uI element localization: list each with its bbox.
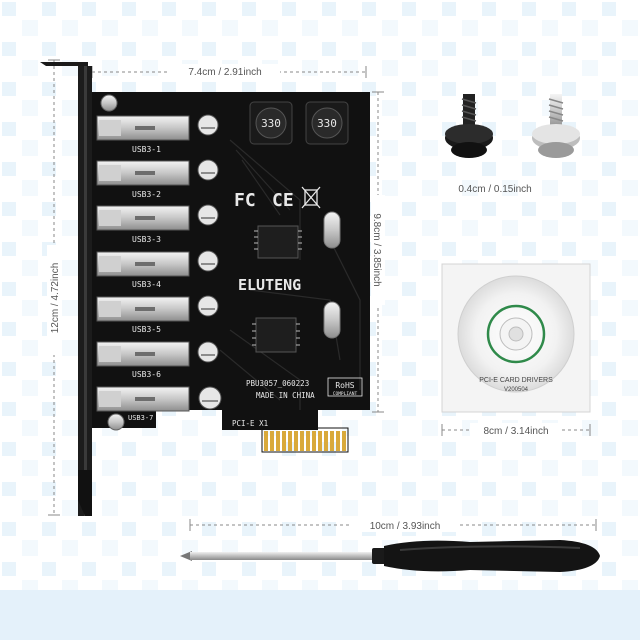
screwdriver-length-dimension: 10cm / 3.93inch <box>189 518 597 532</box>
bracket-height-label: 12cm / 4.72inch <box>50 263 61 334</box>
controller-chip-secondary <box>252 317 300 353</box>
inductor-right: 330 <box>305 101 349 145</box>
cd-size-label: 8cm / 3.14inch <box>483 426 548 437</box>
usb-port-6: USB3-6 <box>96 341 219 379</box>
made-in-label: MADE IN CHINA <box>256 391 315 400</box>
model-number: PBU3057_060223 <box>246 379 309 388</box>
usb-port-5-label: USB3-5 <box>132 325 161 334</box>
rohs-badge: RoHS COMPLIANT <box>327 377 363 397</box>
usb-port-5: USB3-5 <box>96 295 219 334</box>
card-width-label: 7.4cm / 2.91inch <box>188 67 261 78</box>
pcie-gold-fingers <box>264 431 346 451</box>
cd-size-dimension: 8cm / 3.14inch <box>441 423 591 437</box>
card-height-dimension: 9.8cm / 3.85inch <box>371 91 385 413</box>
bottom-accent-band <box>0 590 640 640</box>
mount-screw-bottom <box>107 413 125 431</box>
ce-mark: CE <box>272 190 294 211</box>
usb-port-4: USB3-4 <box>96 250 219 289</box>
usb-port-2: USB3-2 <box>96 159 219 199</box>
rohs-label: RoHS <box>335 381 354 390</box>
screw-size-label: 0.4cm / 0.15inch <box>458 184 531 195</box>
mount-screw-top <box>100 94 118 112</box>
screwdriver-length-label: 10cm / 3.93inch <box>370 521 441 532</box>
card-width-dimension: 7.4cm / 2.91inch <box>91 64 367 78</box>
cd-title: PCI-E CARD DRIVERS <box>479 377 553 384</box>
crystal-oscillator-top <box>323 211 341 249</box>
usb-port-3: USB3-3 <box>96 204 219 244</box>
usb-port-7-label: USB3-7 <box>128 414 153 422</box>
usb-port-1-label: USB3-1 <box>132 145 161 154</box>
crystal-oscillator-bottom <box>323 301 341 339</box>
rohs-sub-label: COMPLIANT <box>333 391 358 397</box>
inductor-left-label: 330 <box>261 117 281 130</box>
screwdriver <box>180 540 600 572</box>
pci-bracket <box>40 62 92 516</box>
usb-port-1: USB3-1 <box>96 114 219 154</box>
slot-label: PCI-E X1 <box>232 419 268 428</box>
usb-port-4-label: USB3-4 <box>132 280 161 289</box>
silver-screw <box>532 94 580 158</box>
black-screw <box>445 94 493 158</box>
controller-chip-main <box>254 225 302 259</box>
bracket-height-dimension: 12cm / 4.72inch <box>47 59 61 516</box>
usb-port-2-label: USB3-2 <box>132 190 161 199</box>
usb-port-6-label: USB3-6 <box>132 370 161 379</box>
pcie-card: USB3-1 USB3-2 USB3-3 USB3-4 <box>92 92 370 453</box>
usb-port-3-label: USB3-3 <box>132 235 161 244</box>
inductor-right-label: 330 <box>317 117 337 130</box>
fcc-mark: FC <box>234 190 256 211</box>
card-height-label: 9.8cm / 3.85inch <box>371 213 382 286</box>
driver-cd: PCI-E CARD DRIVERS V200504 <box>441 263 591 413</box>
usb-port-7: USB3-7 <box>96 386 222 422</box>
inductor-left: 330 <box>249 101 293 145</box>
cd-version: V200504 <box>504 387 529 393</box>
brand-logo: ELUTENG <box>238 276 301 294</box>
weee-bin-icon <box>301 186 321 209</box>
